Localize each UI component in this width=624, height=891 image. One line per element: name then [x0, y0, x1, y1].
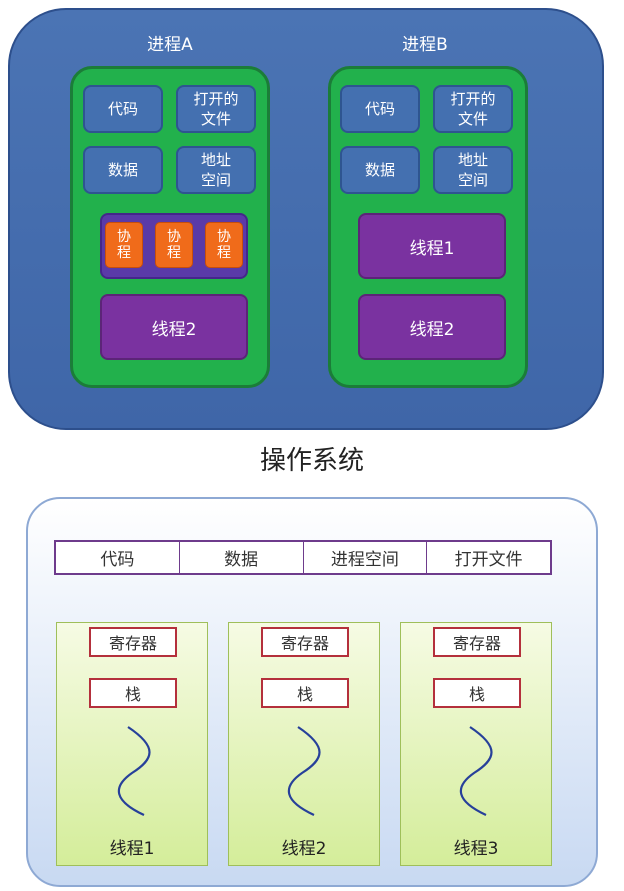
thread-column-1 [56, 622, 208, 866]
os-caption: 操作系统 [259, 446, 364, 476]
thread-3-execution-wave [459, 726, 493, 816]
thread-2-register: 寄存器 [261, 627, 349, 657]
process-a-code-block: 代码 [83, 85, 163, 133]
shared-process-space: 进程空间 [304, 542, 428, 573]
process-b-code-block: 代码 [340, 85, 420, 133]
process-b-thread-1: 线程1 [358, 213, 506, 279]
coroutine-1: 协 程 [105, 222, 143, 268]
process-b-thread-2: 线程2 [358, 294, 506, 360]
thread-1-label: 线程1 [109, 839, 155, 859]
process-a-thread: 线程2 [100, 294, 248, 360]
shared-resources-row: 代码 数据 进程空间 打开文件 [54, 540, 552, 575]
thread-1-register: 寄存器 [89, 627, 177, 657]
thread-2-label: 线程2 [281, 839, 327, 859]
coroutine-2: 协 程 [155, 222, 193, 268]
shared-data: 数据 [180, 542, 304, 573]
process-b-address-space-block: 地址 空间 [433, 146, 513, 194]
process-a-open-files-block: 打开的 文件 [176, 85, 256, 133]
process-b-title: 进程B [402, 35, 448, 55]
process-b-open-files-block: 打开的 文件 [433, 85, 513, 133]
thread-1-stack: 栈 [89, 678, 177, 708]
process-b-data-block: 数据 [340, 146, 420, 194]
thread-column-2 [228, 622, 380, 866]
coroutine-3: 协 程 [205, 222, 243, 268]
process-a-data-block: 数据 [83, 146, 163, 194]
thread-column-3 [400, 622, 552, 866]
thread-3-register: 寄存器 [433, 627, 521, 657]
shared-code: 代码 [56, 542, 180, 573]
process-a-address-space-block: 地址 空间 [176, 146, 256, 194]
thread-3-label: 线程3 [453, 839, 499, 859]
thread-3-stack: 栈 [433, 678, 521, 708]
thread-1-execution-wave [117, 726, 151, 816]
thread-2-execution-wave [287, 726, 321, 816]
process-a-title: 进程A [147, 35, 193, 55]
shared-open-files: 打开文件 [454, 550, 523, 570]
thread-2-stack: 栈 [261, 678, 349, 708]
